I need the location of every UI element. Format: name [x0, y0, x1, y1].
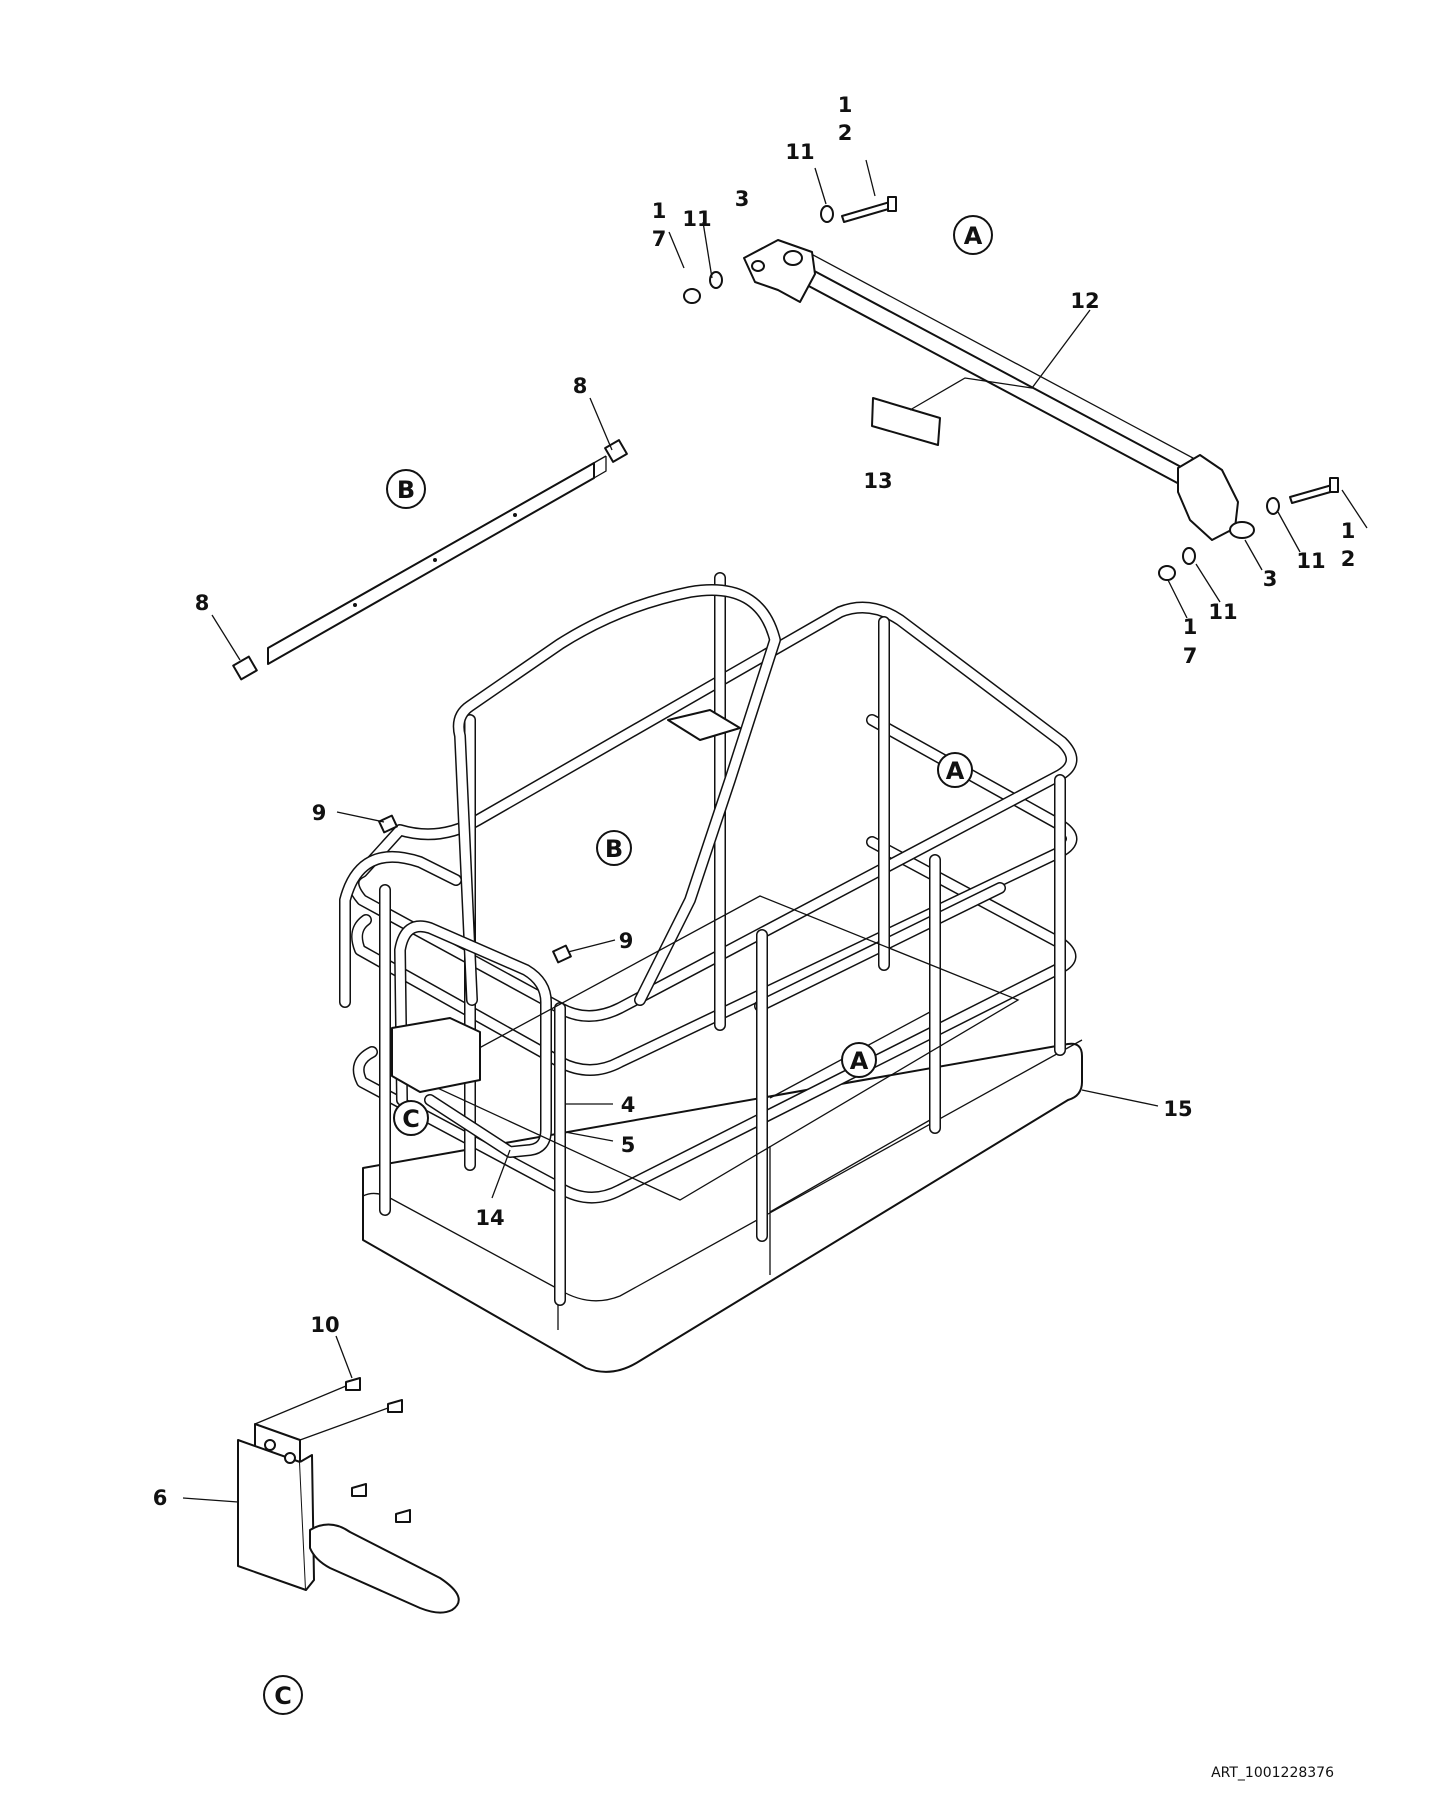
callout-6: 6 — [153, 1486, 168, 1510]
callout-1c: 1 — [1341, 519, 1356, 543]
callout-10: 10 — [310, 1313, 339, 1337]
callout-3b: 3 — [1263, 567, 1278, 591]
leveler-tube-assembly — [683, 196, 1339, 581]
callout-4: 4 — [621, 1093, 636, 1117]
svg-text:C: C — [274, 1682, 292, 1710]
svg-text:A: A — [850, 1047, 869, 1075]
latch-assembly — [237, 1377, 460, 1614]
callout-11b: 11 — [682, 207, 711, 231]
callout-5: 5 — [621, 1133, 636, 1157]
callout-2a: 2 — [838, 121, 853, 145]
callout-12: 12 — [1070, 289, 1099, 313]
callout-11a: 11 — [785, 140, 814, 164]
svg-text:A: A — [964, 222, 983, 250]
callout-13: 13 — [863, 469, 892, 493]
svg-text:A: A — [946, 757, 965, 785]
callout-1b: 1 — [652, 199, 667, 223]
detail-label-c-2: C — [263, 1675, 303, 1715]
callout-11c: 11 — [1296, 549, 1325, 573]
leader-lines — [182, 159, 1368, 1503]
callout-9b: 9 — [619, 929, 634, 953]
detail-labels: A B A B A C C — [263, 215, 993, 1715]
callout-15: 15 — [1163, 1097, 1192, 1121]
detail-label-b-2: B — [596, 830, 632, 866]
callout-7b: 7 — [1183, 644, 1198, 668]
callout-7a: 7 — [652, 227, 667, 251]
drawing-id: ART_1001228376 — [1211, 1765, 1334, 1781]
svg-text:B: B — [397, 476, 415, 504]
callout-14: 14 — [475, 1206, 504, 1230]
callout-1a: 1 — [838, 93, 853, 117]
callout-labels: 1 2 11 1 7 11 3 12 13 1 2 11 3 11 1 7 8 … — [153, 93, 1356, 1510]
detail-label-a-1: A — [953, 215, 993, 255]
platform-assembly — [339, 572, 1083, 1373]
detail-label-c-1: C — [393, 1100, 429, 1136]
callout-8a: 8 — [573, 374, 588, 398]
callout-9a: 9 — [312, 801, 327, 825]
b-bar-assembly — [232, 439, 628, 681]
svg-text:C: C — [402, 1105, 420, 1133]
callout-2b: 2 — [1341, 547, 1356, 571]
svg-text:B: B — [605, 835, 623, 863]
detail-label-a-2: A — [937, 752, 973, 788]
callout-3a: 3 — [735, 187, 750, 211]
callout-8b: 8 — [195, 591, 210, 615]
detail-label-b-1: B — [386, 469, 426, 509]
detail-label-a-3: A — [841, 1042, 877, 1078]
callout-11d: 11 — [1208, 600, 1237, 624]
callout-1d: 1 — [1183, 615, 1198, 639]
